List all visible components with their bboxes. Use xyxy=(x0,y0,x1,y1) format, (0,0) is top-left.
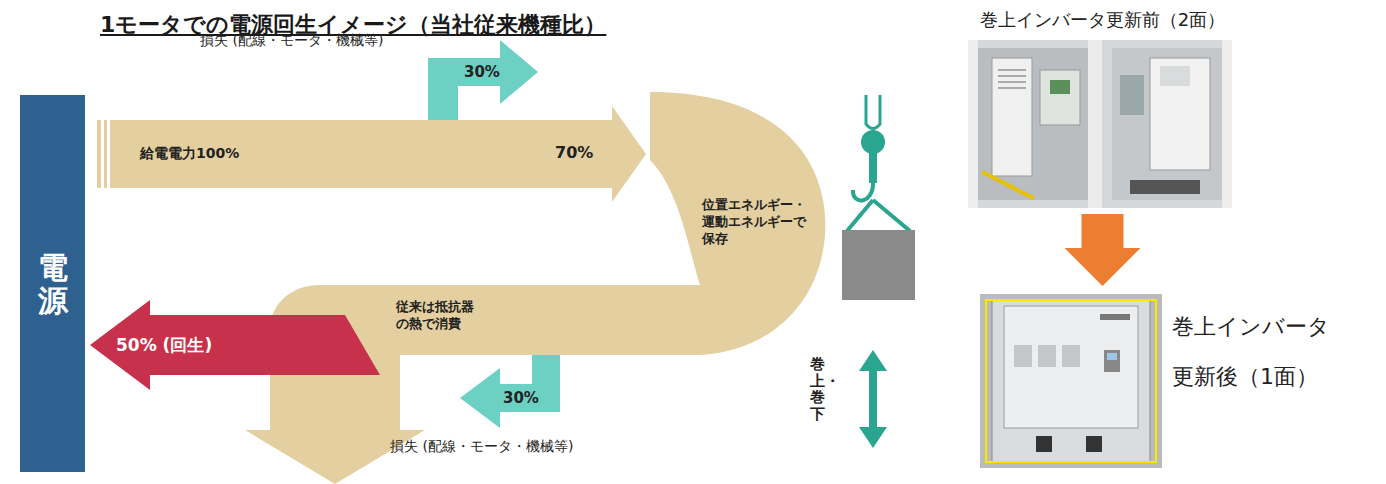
photo-caption: 巻上インバータ 更新後（1面） xyxy=(1172,302,1352,402)
source-label: 電源 xyxy=(38,251,68,317)
cabinet-panel xyxy=(992,300,1150,462)
loss-percent: 30% xyxy=(464,63,500,81)
maker-logo xyxy=(1100,314,1130,320)
operator-panel xyxy=(1104,350,1120,372)
panel-label xyxy=(1160,66,1190,86)
flow-note: 従来は抵抗器の熱で消費 xyxy=(396,298,480,332)
photo-after: 巻上インバータ 更新後（1面） xyxy=(978,290,1380,470)
arrow-head xyxy=(859,427,887,448)
power-source-bar: 電源 xyxy=(20,95,85,472)
photo-caption: 巻上インバータ更新前（2面） xyxy=(960,8,1245,32)
flow-shape xyxy=(90,300,380,390)
arrow-shaft xyxy=(869,366,877,432)
photo-before: 巻上インバータ更新前（2面） xyxy=(960,6,1245,208)
vent-grille xyxy=(1038,345,1056,367)
vent-grille xyxy=(1062,345,1080,367)
inverter-unit xyxy=(1150,58,1210,170)
loss-arrow: 30% xyxy=(456,352,564,432)
cabinet-interior xyxy=(978,48,1088,200)
arrow-head xyxy=(859,350,887,371)
photo-ground xyxy=(980,294,1162,468)
flow-shape xyxy=(245,92,825,484)
hook-block xyxy=(861,130,885,154)
flow-shape xyxy=(428,40,538,120)
control-board xyxy=(1120,75,1144,115)
display-screen xyxy=(1107,353,1117,360)
regeneration-percent: 50% (回生) xyxy=(116,334,212,357)
flow-shape xyxy=(110,106,646,202)
update-arrow xyxy=(1065,214,1141,286)
flow-percent: 70% xyxy=(555,143,593,162)
up-down-arrow xyxy=(859,350,887,448)
energy-flow-band: 給電電力100% 70% 位置エネルギー・運動エネルギーで保存従来は抵抗器の熱で消費 xyxy=(95,85,830,484)
hook-curve xyxy=(853,182,873,200)
hook-shackle xyxy=(866,95,880,129)
cabinet-interior xyxy=(1112,48,1222,200)
inverter-front xyxy=(1004,306,1138,428)
loss-label: 損失 (配線・モータ・機械等) xyxy=(390,438,573,456)
terminal-block xyxy=(1130,180,1200,194)
sling-lines xyxy=(847,200,910,231)
cabinet-door xyxy=(1088,40,1102,208)
flow-shape xyxy=(104,120,107,188)
photo-ground xyxy=(968,40,1232,208)
cable xyxy=(982,172,1034,198)
loss-arrow: 30% xyxy=(425,38,540,123)
energy-flow-band-shape xyxy=(95,85,830,484)
flow-shape xyxy=(97,120,101,188)
hook-shank xyxy=(869,153,877,183)
cabinet-photo-before xyxy=(968,40,1232,208)
cabinet-door xyxy=(968,40,978,208)
control-board xyxy=(1040,70,1080,125)
vent-grille xyxy=(1014,345,1032,367)
terminal xyxy=(1086,436,1102,452)
flow-label: 給電電力100% xyxy=(140,145,239,163)
load-block xyxy=(842,230,915,300)
cabinet-photo-after xyxy=(980,294,1162,468)
circuit-board xyxy=(1050,80,1070,94)
vent-lines xyxy=(998,70,1026,88)
cabinet-door xyxy=(1222,40,1232,208)
inverter-unit xyxy=(992,58,1032,176)
crane-hook xyxy=(847,95,910,231)
loss-label: 損失 (配線・モータ・機械等) xyxy=(200,32,383,50)
terminal xyxy=(1036,436,1052,452)
highlight-frame xyxy=(986,300,1156,462)
hoist-direction-label: 巻上・巻下 xyxy=(810,356,825,422)
loss-percent: 30% xyxy=(503,389,539,407)
flow-note: 位置エネルギー・運動エネルギーで保存 xyxy=(702,196,812,247)
flow-shape xyxy=(460,355,560,428)
regeneration-arrow: 50% (回生) xyxy=(88,300,383,390)
